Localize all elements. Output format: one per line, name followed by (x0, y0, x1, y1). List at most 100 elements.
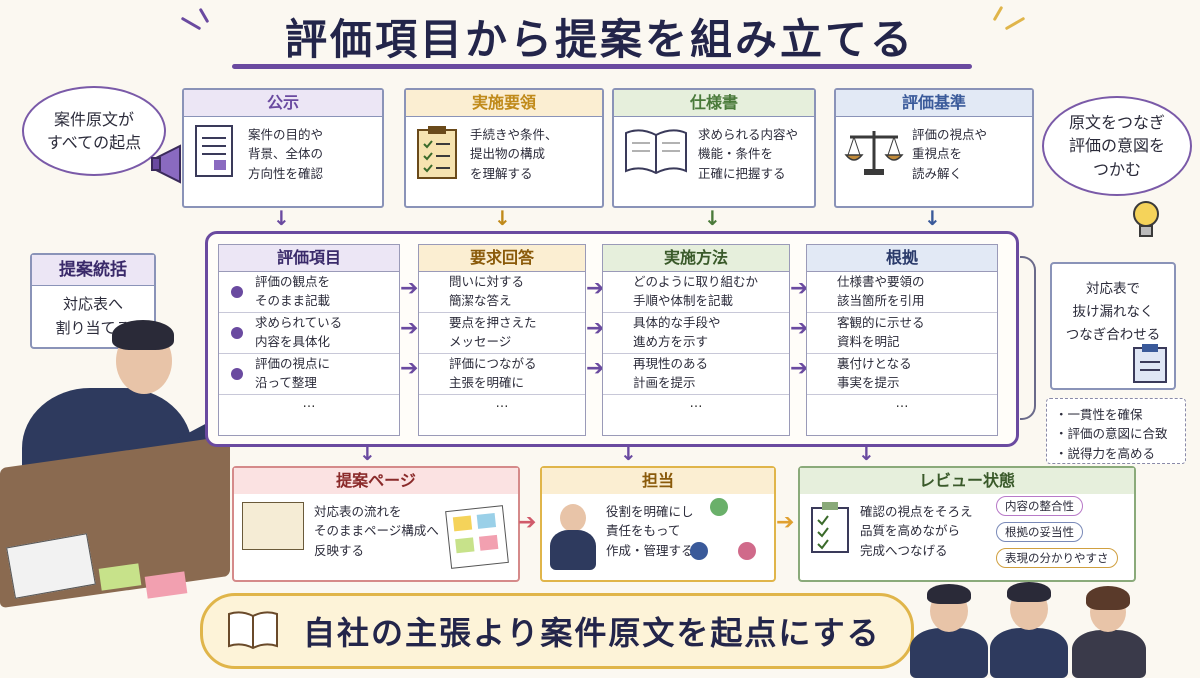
team-person-body (1072, 630, 1146, 678)
document-icon (192, 124, 240, 184)
clipboard-icon (1133, 344, 1167, 383)
review-line: 確認の視点をそろえ (860, 504, 973, 519)
benefit-item: ・説得力を高める (1055, 445, 1156, 461)
bullet-icon (231, 327, 243, 339)
team-member-icon (710, 498, 728, 516)
arrow-down-icon: ↓ (273, 206, 290, 230)
cell-line: 仕様書や要領の (837, 274, 925, 290)
mapping-note-box: 対応表で 抜け漏れなく つなぎ合わせる (1050, 262, 1176, 390)
bracket (1020, 256, 1036, 420)
table-column: 根拠仕様書や要領の該当箇所を引用客観的に示せる資料を明記裏付けとなる事実を提示… (806, 244, 998, 436)
mapping-note-line: 対応表で (1086, 281, 1140, 297)
review-line: 完成へつなげる (860, 542, 948, 558)
ellipsis: … (302, 396, 316, 411)
cell-line: 具体的な手段や (633, 315, 721, 331)
team-member-icon (738, 542, 756, 560)
source-box: 仕様書求められる内容や機能・条件を正確に把握する (612, 88, 816, 208)
mapping-note-line: 抜け漏れなく (1072, 303, 1154, 320)
cell-line: 評価につながる (449, 356, 537, 372)
column-header: 実施方法 (603, 245, 789, 272)
source-line: 求められる内容や (698, 126, 799, 142)
source-line: を理解する (470, 165, 533, 181)
source-line: 機能・条件を (698, 146, 774, 162)
benefit-item: ・一貫性を確保 (1055, 407, 1143, 422)
team-person-hair (927, 584, 971, 604)
arrow-right-icon: ➔ (586, 316, 605, 341)
ellipsis: … (895, 396, 909, 411)
cell-line: メッセージ (449, 334, 512, 349)
presenter-hair (112, 320, 174, 350)
cell-line: 計画を提示 (633, 375, 696, 390)
review-tag: 根拠の妥当性 (996, 522, 1083, 542)
cell-line: どのように取り組むか (633, 274, 759, 290)
cell-line: 主張を明確に (449, 375, 525, 390)
table-column: 評価項目評価の観点をそのまま記載求められている内容を具体化評価の視点に沿って整理… (218, 244, 400, 436)
cell-line: 評価の観点を (255, 274, 331, 290)
proposal-page-line: そのままページ構成へ (314, 523, 439, 539)
speech-cloud-right: 原文をつなぎ評価の意図をつかむ (1042, 96, 1192, 196)
bullet-icon (231, 368, 243, 380)
owner-body (550, 530, 596, 570)
arrow-right-icon: ➔ (790, 356, 809, 381)
title-underline (232, 64, 972, 69)
source-line: 手続きや条件、 (470, 126, 558, 142)
review-line: 品質を高めながら (860, 523, 961, 539)
source-line: 提出物の構成 (470, 146, 546, 162)
table-cell: 求められている内容を具体化 (219, 313, 399, 354)
cell-line: 要点を押さえた (449, 315, 537, 331)
cloud-line: 案件原文が (53, 109, 134, 129)
arrow-down-icon: ↓ (494, 206, 511, 230)
benefit-item: ・評価の意図に合致 (1055, 426, 1168, 442)
owner-line: 作成・管理する (606, 542, 694, 558)
cell-line: 評価の視点に (255, 356, 331, 372)
source-line: 読み解く (912, 165, 963, 181)
table-column: 要求回答問いに対する簡潔な答え要点を押さえたメッセージ評価につながる主張を明確に… (418, 244, 586, 436)
proposal-lead-line: 対応表へ (62, 295, 123, 313)
source-title: 公示 (184, 90, 382, 117)
page-title: 評価項目から提案を組み立てる (284, 15, 915, 64)
proposal-page-line: 反映する (314, 542, 365, 558)
table-cell: 裏付けとなる事実を提示 (807, 354, 997, 395)
owner-title: 担当 (542, 468, 774, 494)
team-person-hair (1007, 582, 1051, 602)
owner-line: 責任をもって (606, 523, 681, 539)
sticky-board-icon (445, 505, 509, 569)
table-cell: どのように取り組むか手順や体制を記載 (603, 272, 789, 313)
source-line: 背景、全体の (248, 146, 324, 162)
mapping-note-line: つなぎ合わせる (1065, 326, 1161, 343)
table-column: 実施方法どのように取り組むか手順や体制を記載具体的な手段や進め方を示す再現性のあ… (602, 244, 790, 436)
cell-line: 簡潔な答え (449, 293, 512, 308)
proposal-page-title: 提案ページ (234, 468, 518, 494)
cell-line: そのまま記載 (255, 293, 331, 308)
open-book-icon (242, 502, 304, 550)
checklist-icon (811, 502, 849, 553)
arrow-right-icon: ➔ (586, 356, 605, 381)
arrow-down-icon: ↓ (704, 206, 721, 230)
source-box: 評価基準評価の視点や重視点を読み解く (834, 88, 1034, 208)
proposal-page-box: 提案ページ 対応表の流れを そのままページ構成へ 反映する (232, 466, 520, 582)
proposal-page-line: 対応表の流れを (314, 504, 402, 519)
arrow-down-icon: ↓ (924, 206, 941, 230)
cell-line: 内容を具体化 (255, 334, 331, 349)
team-person-body (910, 628, 988, 678)
arrow-right-icon: ➔ (518, 510, 537, 535)
table-cell: 客観的に示せる資料を明記 (807, 313, 997, 354)
ellipsis: … (495, 396, 509, 411)
arrow-right-icon: ➔ (400, 276, 419, 301)
conclusion-banner: 自社の主張より案件原文を起点にする (200, 593, 914, 669)
owner-line: 役割を明確にし (606, 504, 694, 519)
column-header: 評価項目 (219, 245, 399, 272)
review-tag: 表現の分かりやすさ (996, 548, 1118, 568)
cell-line: 沿って整理 (255, 375, 317, 390)
mapping-table-frame: 評価項目評価の観点をそのまま記載求められている内容を具体化評価の視点に沿って整理… (205, 231, 1019, 447)
source-title: 実施要領 (406, 90, 602, 117)
cell-line: 手順や体制を記載 (633, 293, 734, 308)
table-cell: 要点を押さえたメッセージ (419, 313, 585, 354)
table-cell: 評価の視点に沿って整理 (219, 354, 399, 395)
table-cell: 具体的な手段や進め方を示す (603, 313, 789, 354)
cell-line: 進め方を示す (633, 334, 709, 349)
source-box: 実施要領手続きや条件、提出物の構成を理解する (404, 88, 604, 208)
open-book-icon (228, 611, 278, 650)
cloud-line: 評価の意図を (1068, 136, 1165, 156)
proposal-lead-line: 割り当てる (55, 319, 131, 337)
